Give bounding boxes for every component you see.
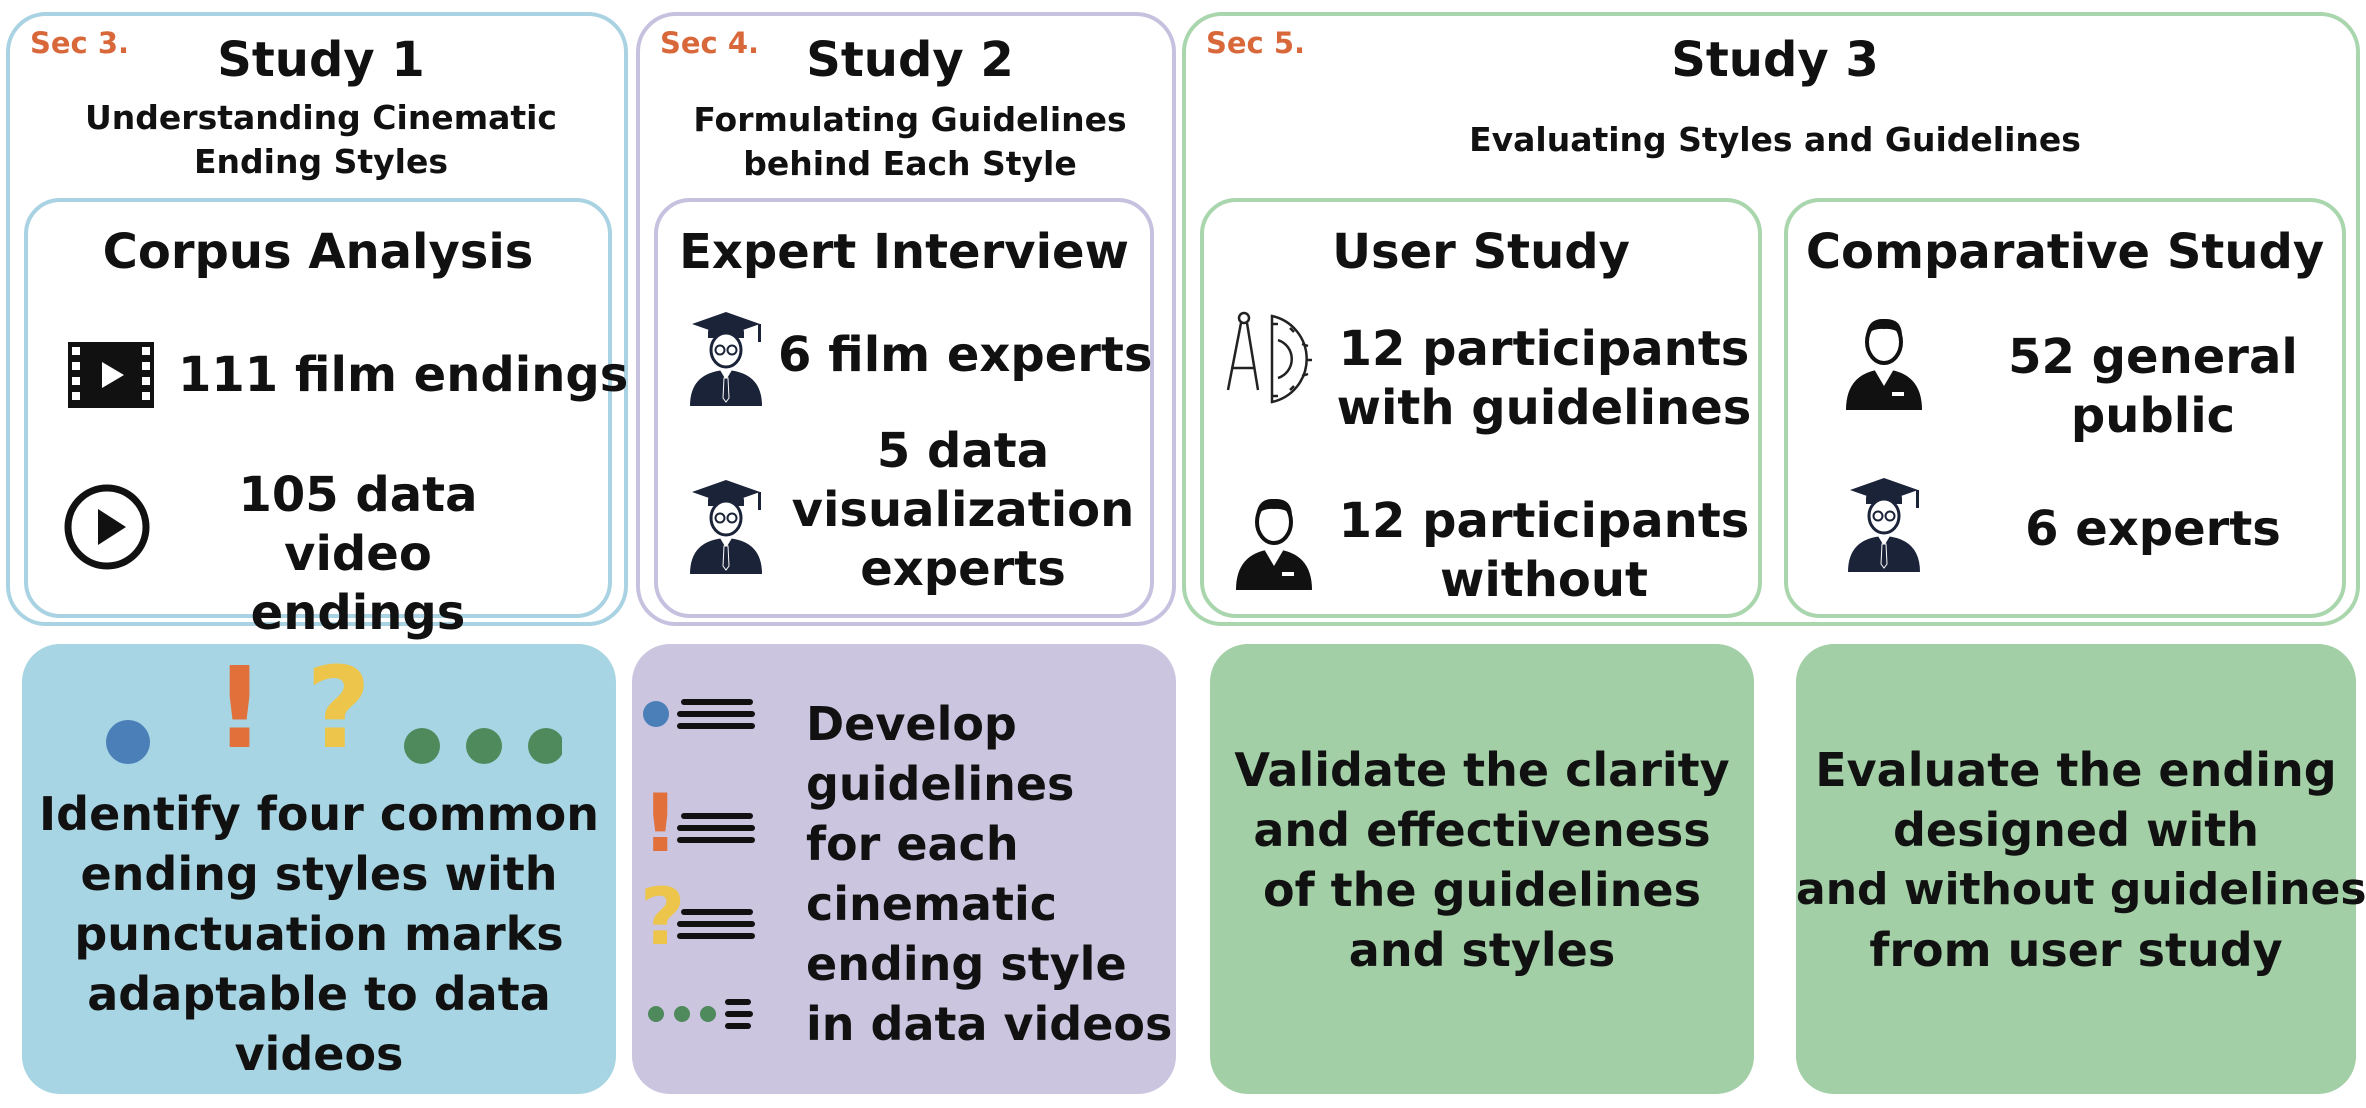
summary-text: Validate the clarity and effectiveness o…: [1210, 740, 1754, 980]
summary-line: Identify four common: [39, 787, 599, 841]
summary-text: Evaluate the ending designed with and wi…: [1796, 740, 2366, 980]
graduate-icon: [1848, 478, 1920, 572]
study-3-panel: Sec 5. Study 3 Evaluating Styles and Gui…: [1182, 12, 2360, 626]
summary-line: ending styles with: [80, 847, 558, 901]
film-strip-icon: [68, 342, 154, 408]
method-title: Expert Interview: [679, 224, 1129, 280]
stat-line: 5 data: [876, 423, 1050, 479]
stat-line: with guidelines: [1336, 380, 1752, 436]
graduate-icon: [690, 312, 762, 406]
stat-film-experts: 6 film experts: [778, 327, 1153, 383]
study-subtitle-line: Understanding Cinematic: [85, 98, 557, 137]
study-subtitle-line: behind Each Style: [743, 144, 1077, 183]
stat-without-guidelines: 12 participants without: [1334, 492, 1754, 610]
stat-line: 52 general: [2008, 329, 2298, 385]
stat-data-video-endings: 105 data video endings: [158, 466, 558, 643]
summary-line: from user study: [1869, 923, 2283, 977]
stat-experts: 6 experts: [2025, 501, 2281, 557]
summary-study-1: ! ? Identify four common ending styles w…: [22, 644, 616, 1094]
stat-line: experts: [860, 541, 1066, 597]
stat-line: 105 data video: [238, 467, 478, 582]
stat-film-endings: 111 film endings: [178, 347, 629, 403]
section-label: Sec 4.: [660, 26, 760, 60]
comparative-study-box: Comparative Study 52 general public 6 ex…: [1784, 198, 2346, 618]
stat-line: endings: [250, 585, 466, 641]
graduate-icon: [690, 480, 762, 574]
expert-interview-box: Expert Interview 6 film experts 5 data: [654, 198, 1154, 618]
summary-line: of the guidelines: [1262, 863, 1701, 917]
stat-line: 12 participants: [1338, 493, 1750, 549]
method-title: Corpus Analysis: [102, 224, 534, 280]
summary-line: Evaluate the ending: [1815, 743, 2337, 797]
summary-study-2: ! ? Develop guidelines for each cinemati…: [632, 644, 1176, 1094]
exclamation-mark: !: [214, 644, 266, 774]
study-title: Study 3: [1671, 32, 1879, 88]
stat-line: public: [2070, 388, 2236, 444]
section-label: Sec 3.: [30, 26, 130, 60]
summary-line: for each: [806, 817, 1019, 871]
summary-line: guidelines: [806, 757, 1075, 811]
design-tools-icon: [1226, 311, 1312, 404]
user-study-box: User Study 12 participants with guidelin…: [1200, 198, 1762, 618]
corpus-analysis-box: Corpus Analysis 111 film endings 105 dat…: [24, 198, 629, 641]
summary-study-3-comparative: Evaluate the ending designed with and wi…: [1796, 644, 2366, 1094]
summary-line: designed with: [1892, 803, 2260, 857]
stat-line: 12 participants: [1338, 321, 1750, 377]
person-icon: [1236, 498, 1312, 590]
section-label: Sec 5.: [1206, 26, 1306, 60]
summary-line: and without guidelines: [1796, 864, 2366, 915]
study-subtitle-line: Formulating Guidelines: [693, 100, 1127, 139]
guideline-lines-icon: [643, 699, 755, 1029]
summary-line: in data videos: [806, 997, 1173, 1051]
question-mark: ?: [306, 644, 371, 774]
summary-text: Develop guidelines for each cinematic en…: [806, 694, 1176, 1054]
summary-line: cinematic: [806, 877, 1057, 931]
question-mark: ?: [640, 873, 686, 963]
summary-line: and effectiveness: [1253, 803, 1711, 857]
study-title: Study 2: [806, 32, 1014, 88]
method-title: Comparative Study: [1805, 224, 2325, 280]
study-title: Study 1: [217, 32, 425, 88]
study-subtitle-line: Evaluating Styles and Guidelines: [1469, 120, 2081, 159]
punctuation-marks-icon: [106, 720, 562, 764]
stat-dataviz-experts: 5 data visualization experts: [778, 422, 1148, 599]
method-title: User Study: [1332, 224, 1630, 280]
summary-line: Develop: [806, 697, 1017, 751]
stat-line: without: [1439, 552, 1648, 608]
person-icon: [1846, 318, 1922, 410]
summary-line: adaptable to data: [87, 967, 551, 1021]
summary-line: ending style: [806, 937, 1127, 991]
summary-text: Identify four common ending styles with …: [22, 784, 616, 1084]
study-subtitle-line: Ending Styles: [194, 142, 448, 181]
study-1-panel: Sec 3. Study 1 Understanding Cinematic E…: [6, 12, 629, 641]
stat-with-guidelines: 12 participants with guidelines: [1334, 320, 1754, 438]
summary-line: punctuation marks: [74, 907, 564, 961]
summary-line: videos: [234, 1027, 404, 1081]
study-2-panel: Sec 4. Study 2 Formulating Guidelines be…: [636, 12, 1176, 626]
summary-line: and styles: [1348, 923, 1616, 977]
summary-line: Validate the clarity: [1234, 743, 1730, 797]
stat-line: visualization: [791, 482, 1135, 538]
play-circle-icon: [64, 484, 150, 570]
exclamation-mark: !: [642, 777, 679, 870]
stat-general-public: 52 general public: [1978, 328, 2328, 446]
summary-study-3-user: Validate the clarity and effectiveness o…: [1210, 644, 1754, 1094]
